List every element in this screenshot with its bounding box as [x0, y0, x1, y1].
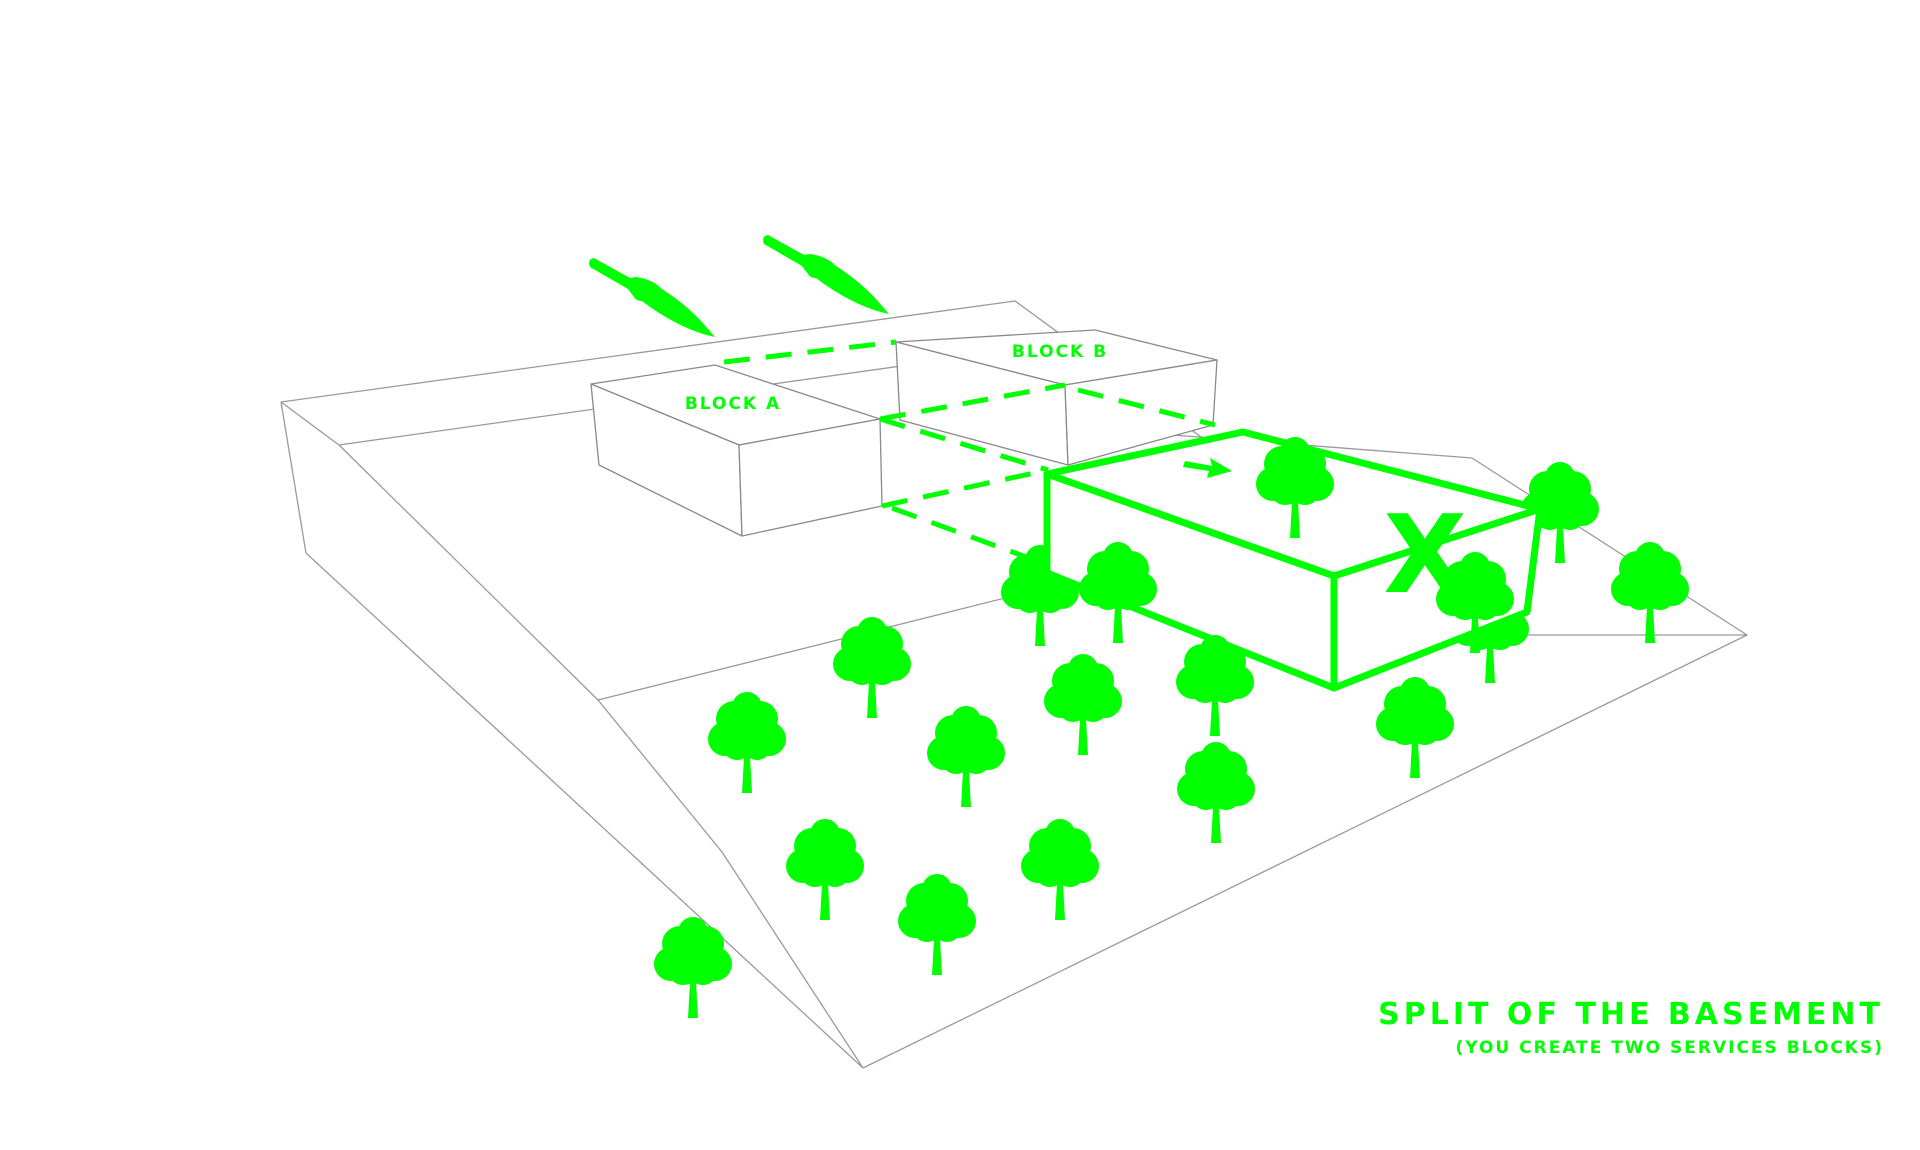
tree-icon — [786, 819, 864, 920]
tree-icon — [898, 874, 976, 975]
arrow-icon — [1183, 458, 1232, 478]
cut-line-1 — [723, 339, 897, 365]
block-a: BLOCK A — [590, 364, 883, 537]
cut-line-3 — [1077, 387, 1216, 428]
caption-subtitle: (YOU CREATE TWO SERVICES BLOCKS) — [1455, 1038, 1884, 1058]
tree-icon — [833, 617, 911, 718]
knife-icon — [763, 235, 889, 314]
cut-line-5 — [881, 467, 1049, 509]
tree-icon — [1611, 542, 1689, 643]
cut-line-2 — [879, 382, 1066, 422]
cut-line-4 — [879, 416, 1049, 473]
tree-icon — [1021, 819, 1099, 920]
terrain-left-slope — [280, 401, 864, 1069]
knife-icon — [589, 258, 715, 337]
tree-icon — [708, 692, 786, 793]
tree-icon — [927, 706, 1005, 807]
terrain-ridge-slope — [338, 444, 864, 1069]
tree-icon — [1044, 654, 1122, 755]
caption-title: SPLIT OF THE BASEMENT — [1378, 997, 1884, 1032]
tree-icon — [1376, 677, 1454, 778]
tree-icon — [1177, 742, 1255, 843]
tree-icon — [654, 917, 732, 1018]
block-a-label: BLOCK A — [685, 394, 781, 414]
block-b-label: BLOCK B — [1012, 342, 1108, 362]
block-b: BLOCK B — [895, 329, 1218, 466]
caption: SPLIT OF THE BASEMENT (YOU CREATE TWO SE… — [1378, 996, 1884, 1062]
